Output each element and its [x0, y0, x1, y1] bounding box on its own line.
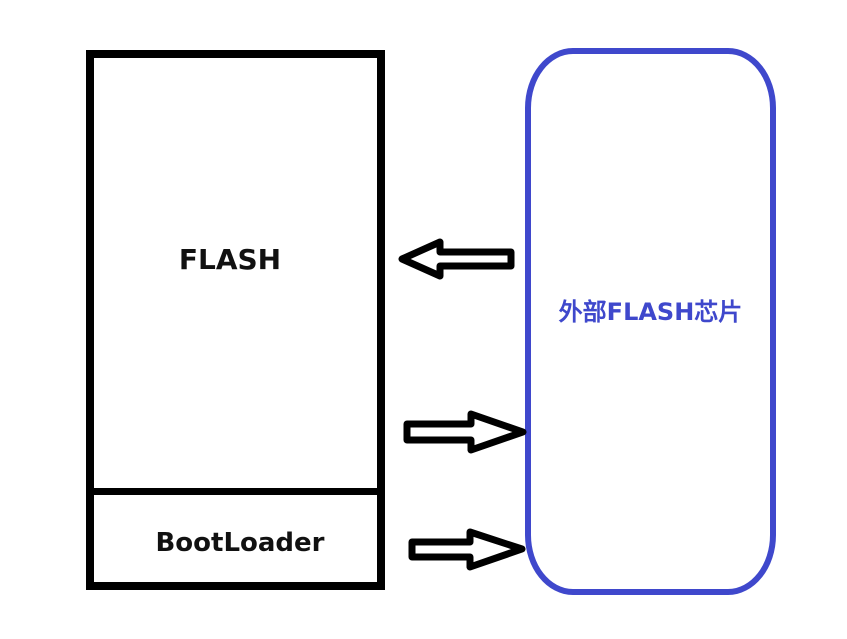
arrow-flash-to-external [403, 410, 527, 454]
flash-bootloader-divider [86, 488, 385, 495]
flash-label: FLASH [178, 243, 282, 276]
arrow-right-icon [408, 528, 526, 571]
bootloader-label: BootLoader [155, 528, 325, 558]
internal-flash-box [86, 50, 385, 590]
arrow-right-icon [403, 410, 527, 454]
arrow-bootloader-to-external [408, 528, 526, 571]
arrow-left-icon [398, 238, 515, 280]
arrow-external-to-flash [398, 238, 515, 280]
external-flash-chip-label: 外部FLASH芯片 [558, 298, 743, 326]
external-flash-chip-box [525, 48, 776, 595]
